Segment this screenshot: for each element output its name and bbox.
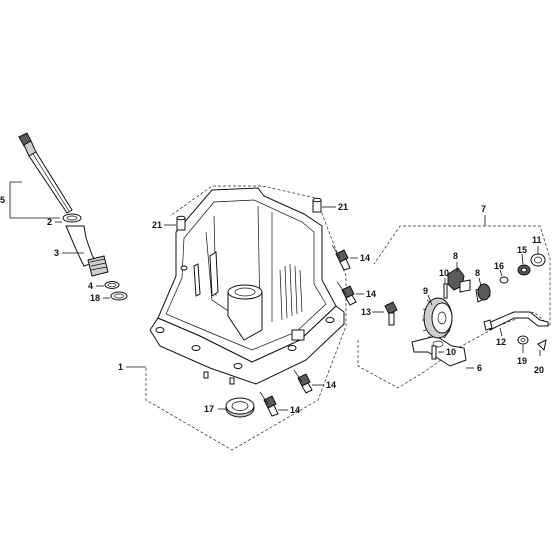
- callout-19: 19: [517, 356, 527, 366]
- governor-bolt: [384, 301, 398, 326]
- crankcase-cover: 1: [118, 185, 347, 451]
- dipstick-o-ring: [62, 213, 82, 223]
- callout-10-a: 10: [439, 268, 449, 278]
- callout-4: 4: [88, 281, 93, 291]
- callout-8-a: 8: [453, 251, 458, 261]
- callout-8-b: 8: [475, 268, 480, 278]
- callout-18: 18: [90, 293, 100, 303]
- callout-14-b: 14: [366, 289, 376, 299]
- callout-14-d: 14: [290, 405, 300, 415]
- callout-20: 20: [534, 365, 544, 375]
- callout-21-left: 21: [152, 220, 162, 230]
- dipstick-blade: [28, 151, 73, 214]
- callout-5: 5: [0, 195, 5, 205]
- dipstick-group: 5 2 3 4 18: [0, 132, 128, 303]
- callout-16: 16: [494, 261, 504, 271]
- flange-bolt: [331, 244, 351, 271]
- oil-seal: 17: [204, 397, 255, 418]
- arm-clip: [537, 339, 547, 352]
- dowel-pins: 21 21: [152, 197, 348, 231]
- governor-arm-shaft: [485, 311, 549, 331]
- callout-2: 2: [47, 217, 52, 227]
- governor-pin: [443, 283, 448, 299]
- callout-10-b: 10: [446, 347, 456, 357]
- tube-o-ring: [104, 281, 120, 289]
- callout-7: 7: [481, 204, 486, 214]
- flange-bolt: [336, 281, 357, 306]
- callout-14-c: 14: [326, 380, 336, 390]
- callout-6: 6: [477, 363, 482, 373]
- callout-13: 13: [361, 307, 371, 317]
- callout-3: 3: [54, 248, 59, 258]
- flange-bolt: [293, 369, 313, 394]
- callout-9: 9: [423, 286, 428, 296]
- governor-washer: [499, 276, 509, 284]
- callout-11: 11: [532, 235, 542, 245]
- governor-bushing: [530, 253, 546, 267]
- callout-14-a: 14: [360, 253, 370, 263]
- tube-clip: [110, 291, 128, 301]
- callout-1: 1: [118, 362, 123, 372]
- arm-washer: [517, 335, 529, 345]
- governor-shaft-holder: [411, 335, 467, 367]
- flange-bolts: 14 14 14 14: [259, 244, 376, 417]
- governor-pin: [431, 345, 437, 360]
- governor-gear: [422, 297, 453, 339]
- governor-assembly: 7 13 6 9 8 8: [357, 204, 551, 389]
- callout-21-right: 21: [338, 202, 348, 212]
- flange-bolt: [259, 391, 279, 417]
- callout-15: 15: [517, 245, 527, 255]
- callout-12: 12: [496, 337, 506, 347]
- callout-17: 17: [204, 404, 214, 414]
